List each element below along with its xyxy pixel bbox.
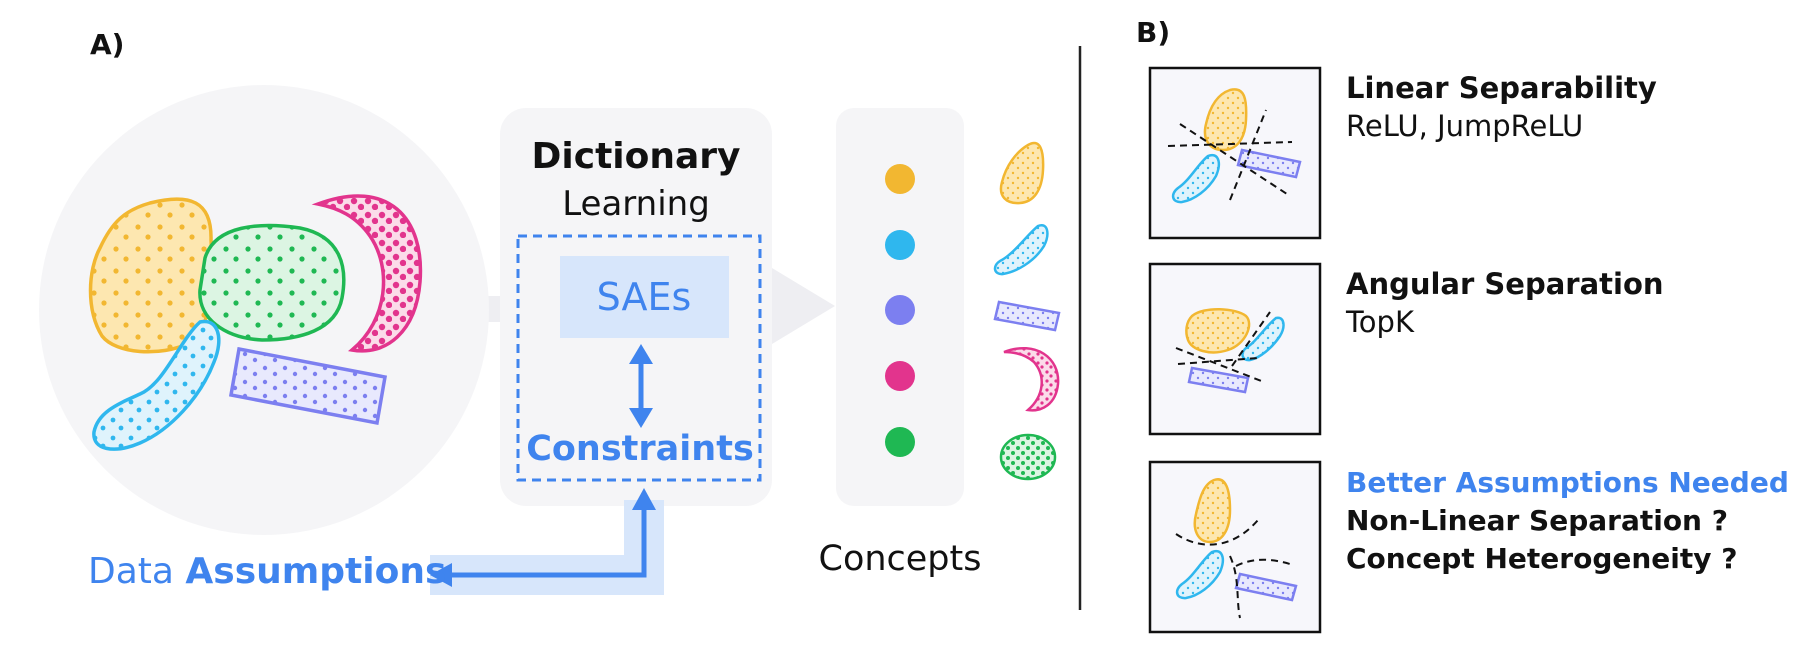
concept-dot-green bbox=[885, 427, 915, 457]
angular-yellow-shape bbox=[1185, 308, 1251, 354]
angular-purple-shape bbox=[1187, 366, 1250, 394]
pink-crescent bbox=[311, 194, 423, 353]
dictionary-title-rest: Learning bbox=[562, 184, 710, 224]
better-assumptions-title: Better Assumptions Needed ? bbox=[1346, 466, 1800, 499]
linear-boundary-1 bbox=[1167, 141, 1293, 147]
yellow-blob bbox=[88, 197, 214, 354]
saes-label: SAEs bbox=[597, 275, 692, 319]
linear-yellow-shape bbox=[1203, 88, 1248, 152]
linear-purple-shape bbox=[1236, 148, 1302, 179]
flow-arrow-right bbox=[772, 268, 835, 344]
arrow-head-up bbox=[629, 344, 653, 364]
linear-boundary-3 bbox=[1229, 109, 1267, 201]
saes-box bbox=[560, 256, 729, 338]
concepts-label: Concepts bbox=[819, 539, 982, 579]
concept-dot-yellow bbox=[885, 164, 915, 194]
arrow-head-down bbox=[629, 408, 653, 428]
concept-icon-yellow bbox=[999, 141, 1045, 205]
constraints-label: Constraints bbox=[526, 429, 754, 469]
feedback-arrow-head-left bbox=[430, 563, 452, 587]
linear-cyan-shape bbox=[1171, 153, 1220, 204]
concept-icon-purple bbox=[993, 300, 1061, 332]
better-boundary-2 bbox=[1229, 555, 1241, 619]
constraints-dashed-box bbox=[516, 234, 762, 482]
better-cyan-shape bbox=[1175, 549, 1224, 600]
linear-separability-title: Linear Separability bbox=[1346, 71, 1657, 105]
better-boundary-3 bbox=[1235, 558, 1291, 567]
better-boundary-1 bbox=[1175, 519, 1259, 546]
concept-icon-pink bbox=[1003, 346, 1060, 412]
feedback-arrow-head-up bbox=[632, 488, 656, 510]
green-blob bbox=[198, 223, 346, 342]
angular-separation-title: Angular Separation bbox=[1346, 267, 1664, 301]
purple-rect bbox=[228, 346, 388, 426]
linear-boundary-2 bbox=[1179, 123, 1291, 197]
data-assumptions-label: Data Assumptions bbox=[88, 551, 446, 592]
concept-icon-cyan bbox=[993, 223, 1049, 276]
concept-icon-green bbox=[999, 433, 1057, 481]
angular-boundary-1 bbox=[1175, 347, 1265, 383]
feedback-band bbox=[430, 500, 664, 595]
concept-dot-purple bbox=[885, 295, 915, 325]
cyan-bean bbox=[92, 319, 221, 451]
linear-separability-subtitle: ReLU, JumpReLU bbox=[1346, 109, 1583, 143]
better-assumptions-box bbox=[1148, 460, 1322, 634]
concept-dot-pink bbox=[885, 361, 915, 391]
angular-boundary-2 bbox=[1177, 357, 1259, 365]
better-yellow-shape bbox=[1193, 478, 1232, 544]
angular-cyan-shape bbox=[1241, 316, 1285, 362]
angular-separation-box bbox=[1148, 262, 1322, 436]
angular-separation-subtitle: TopK bbox=[1345, 305, 1415, 339]
non-linear-separation-line: Non-Linear Separation ? bbox=[1346, 504, 1728, 537]
concept-heterogeneity-line: Concept Heterogeneity ? bbox=[1346, 542, 1738, 575]
feedback-arrow-line bbox=[450, 506, 647, 578]
dictionary-title-bold: Dictionary bbox=[532, 136, 741, 177]
concept-dot-cyan bbox=[885, 230, 915, 260]
panel-b-label: B) bbox=[1136, 16, 1170, 49]
panel-a-label: A) bbox=[90, 28, 124, 61]
